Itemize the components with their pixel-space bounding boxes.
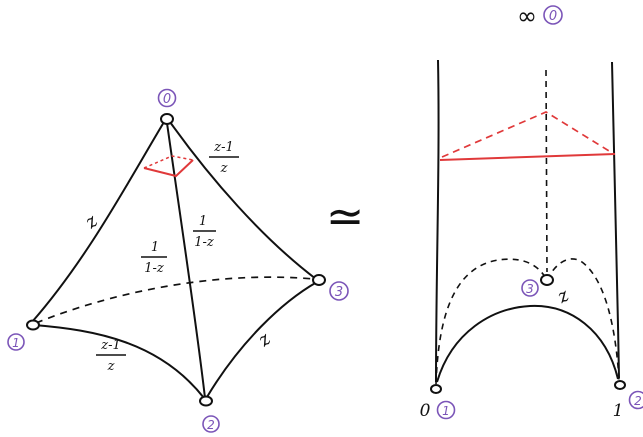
svg-text:3: 3 (335, 285, 343, 300)
horosphere-infinity-back (441, 111, 615, 158)
hemisphere-2-3-hidden (546, 258, 620, 381)
vertex-1-dot-halfspace (614, 380, 626, 390)
right-foot-value: 1 (613, 401, 624, 421)
right-foot-vertex-label: 2 (628, 390, 643, 410)
svg-text:1: 1 (151, 240, 159, 255)
right-vertical-wall (611, 61, 620, 379)
edge-0-3 (169, 121, 317, 280)
left-vertical-wall (435, 59, 440, 383)
edge-2-3 (206, 281, 318, 398)
svg-text:1-z: 1-z (144, 261, 164, 276)
edge-1-2 (33, 324, 205, 399)
hemisphere-front (436, 304, 619, 383)
edge-label-1-2: z-1 z (96, 338, 126, 374)
vertex-label-2: 2 (202, 415, 220, 433)
horosphere-cusp-0-front (143, 159, 194, 178)
left-foot-vertex-label: 1 (436, 400, 456, 420)
vertex-1-dot (26, 319, 40, 331)
infinity-vertex-label: 0 (543, 5, 563, 25)
edge-0-2 (166, 122, 206, 399)
svg-text:1: 1 (199, 214, 207, 229)
middle-vertex-value: z (553, 285, 573, 309)
vertex-2-dot (199, 395, 213, 407)
svg-text:z-1: z-1 (213, 140, 234, 155)
vertex-3-dot (312, 274, 326, 286)
edge-label-2-3: z (253, 328, 275, 351)
vertex-0-dot (160, 113, 174, 125)
vertical-line-over-3 (545, 69, 548, 273)
tetrahedron-figure: 0 1 2 3 z z 1 1-z 1 1-z z-1 z (7, 88, 349, 433)
isometric-symbol: ≃ (326, 189, 365, 243)
edge-label-0-3: z-1 z (209, 140, 239, 176)
vertex-0-dot-halfspace (430, 384, 442, 394)
vertex-label-1: 1 (7, 333, 25, 351)
vertex-label-0: 0 (157, 88, 177, 108)
svg-text:0: 0 (163, 92, 171, 107)
svg-text:2: 2 (634, 394, 642, 408)
edge-label-0-2: 1 1-z (193, 214, 216, 250)
svg-text:z-1: z-1 (100, 338, 121, 353)
edge-1-3-hidden (35, 276, 315, 324)
middle-vertex-label: 3 (521, 279, 539, 297)
svg-text:1: 1 (12, 336, 20, 350)
edge-label-1-3: 1 1-z (141, 240, 167, 276)
svg-text:3: 3 (526, 282, 534, 296)
hemisphere-0-1-3-hidden (435, 258, 548, 385)
svg-text:0: 0 (549, 9, 557, 24)
vertex-label-3: 3 (329, 281, 349, 301)
horosphere-infinity-front (439, 153, 616, 161)
left-foot-value: 0 (420, 401, 431, 421)
upper-half-space-figure: ∞ 0 3 z 0 1 1 (420, 2, 643, 421)
edge-0-1 (31, 121, 165, 323)
infinity-symbol: ∞ (517, 2, 537, 30)
svg-text:2: 2 (207, 418, 215, 432)
svg-text:1: 1 (442, 404, 450, 418)
horosphere-cusp-0-back (143, 155, 194, 169)
svg-text:1-z: 1-z (194, 235, 214, 250)
vertex-3-dot-halfspace (540, 274, 554, 286)
svg-text:z: z (107, 359, 115, 374)
svg-text:z: z (220, 161, 228, 176)
